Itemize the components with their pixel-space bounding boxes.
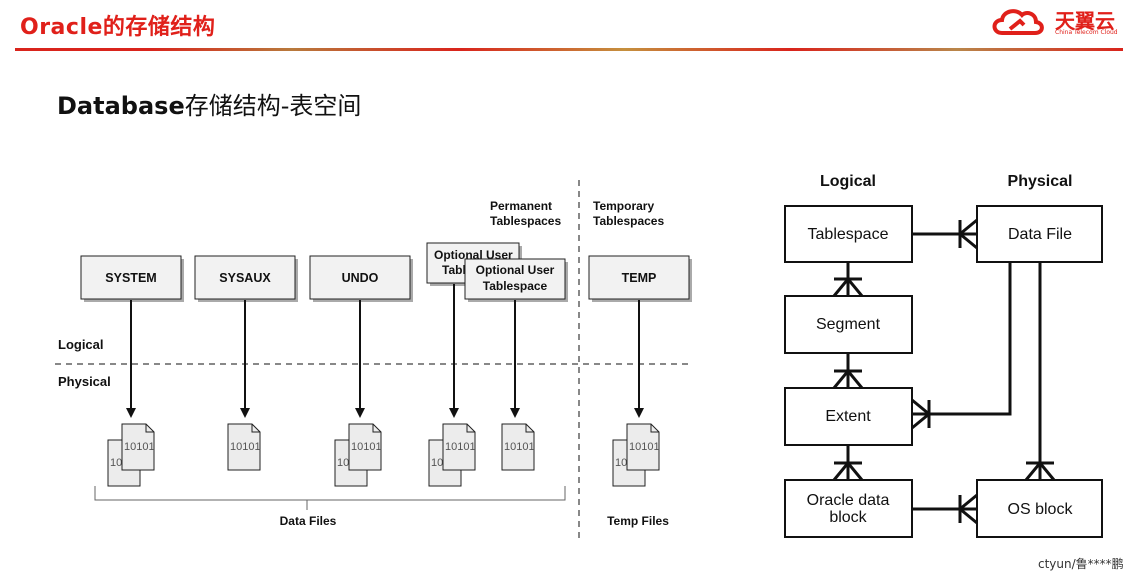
- file-text: 10101: [351, 441, 382, 453]
- label-temporary-line1: Temporary: [593, 199, 654, 213]
- file-undo-front: 10101: [348, 423, 382, 471]
- tablespace-sysaux-label: SYSAUX: [219, 271, 271, 285]
- file-sysaux: 10101: [227, 423, 261, 471]
- tablespace-undo-label: UNDO: [342, 271, 379, 285]
- entity-extent-label: Extent: [825, 408, 871, 425]
- entity-os-block: OS block: [976, 479, 1103, 538]
- tablespace-system: SYSTEM: [80, 255, 184, 302]
- temp-files-label: Temp Files: [607, 514, 669, 528]
- file-text: 10101: [629, 441, 660, 453]
- tablespace-undo: UNDO: [309, 255, 413, 302]
- header-divider: [15, 48, 1123, 51]
- file-text-short: 10: [615, 457, 627, 469]
- subtitle-chinese: 存储结构-表空间: [184, 92, 362, 120]
- file-text-short: 10: [431, 457, 443, 469]
- tablespace-optional-front: Optional User Tablespace: [464, 258, 568, 302]
- header-title: Oracle的存储结构: [20, 15, 216, 40]
- file-optional-back-front: 10101: [442, 423, 476, 471]
- logo-subtitle: China Telecom Cloud: [1055, 29, 1118, 36]
- page-subtitle: Database存储结构-表空间: [57, 86, 361, 121]
- file-system-back: 10: [107, 439, 141, 487]
- tablespace-temp: TEMP: [588, 255, 692, 302]
- file-optional-back-back: 10: [428, 439, 462, 487]
- label-permanent-line1: Permanent: [490, 199, 552, 213]
- entity-segment: Segment: [784, 295, 913, 354]
- heading-physical: Physical: [1008, 173, 1073, 190]
- file-text: 10101: [230, 441, 261, 453]
- entity-oracle-data-block: Oracle data block: [784, 479, 913, 538]
- file-text: 10101: [504, 441, 535, 453]
- entity-data-file-label: Data File: [1008, 226, 1072, 243]
- entity-data-file: Data File: [976, 205, 1103, 263]
- entity-os-block-label: OS block: [1008, 501, 1074, 518]
- watermark: ctyun/鲁****鹏: [1038, 557, 1124, 571]
- label-permanent-line2: Tablespaces: [490, 214, 561, 228]
- tablespace-temp-label: TEMP: [622, 271, 657, 285]
- file-optional-front: 10101: [501, 423, 535, 471]
- china-telecom-cloud-logo-icon: [992, 9, 1044, 35]
- optional-back-line2: Tabl: [442, 263, 466, 277]
- optional-front-line1: Optional User: [476, 263, 555, 277]
- file-temp-front: 10101: [626, 423, 660, 471]
- tablespace-system-label: SYSTEM: [105, 271, 156, 285]
- entity-segment-label: Segment: [816, 316, 881, 333]
- file-temp-back: 10: [612, 439, 646, 487]
- label-temporary-line2: Tablespaces: [593, 214, 664, 228]
- file-text: 10101: [445, 441, 476, 453]
- entity-tablespace: Tablespace: [784, 205, 913, 263]
- file-system-front: 10101: [121, 423, 155, 471]
- file-text-short: 10: [110, 457, 122, 469]
- data-files-label: Data Files: [280, 514, 337, 528]
- label-logical: Logical: [58, 337, 104, 352]
- label-physical: Physical: [58, 374, 111, 389]
- file-text: 10101: [124, 441, 155, 453]
- file-text-short: 10: [337, 457, 349, 469]
- er-connectors: [832, 218, 1056, 525]
- data-files-bracket: [94, 486, 566, 510]
- logo-name: 天翼云: [1055, 9, 1115, 33]
- file-undo-back: 10: [334, 439, 368, 487]
- entity-extent: Extent: [784, 387, 913, 446]
- subtitle-latin: Database: [57, 92, 185, 120]
- tablespace-sysaux: SYSAUX: [194, 255, 298, 302]
- entity-oracle-block-line1: Oracle data: [807, 492, 890, 509]
- heading-logical: Logical: [820, 173, 876, 190]
- optional-front-line2: Tablespace: [483, 279, 548, 293]
- entity-oracle-block-line2: block: [829, 509, 867, 526]
- entity-tablespace-label: Tablespace: [808, 226, 889, 243]
